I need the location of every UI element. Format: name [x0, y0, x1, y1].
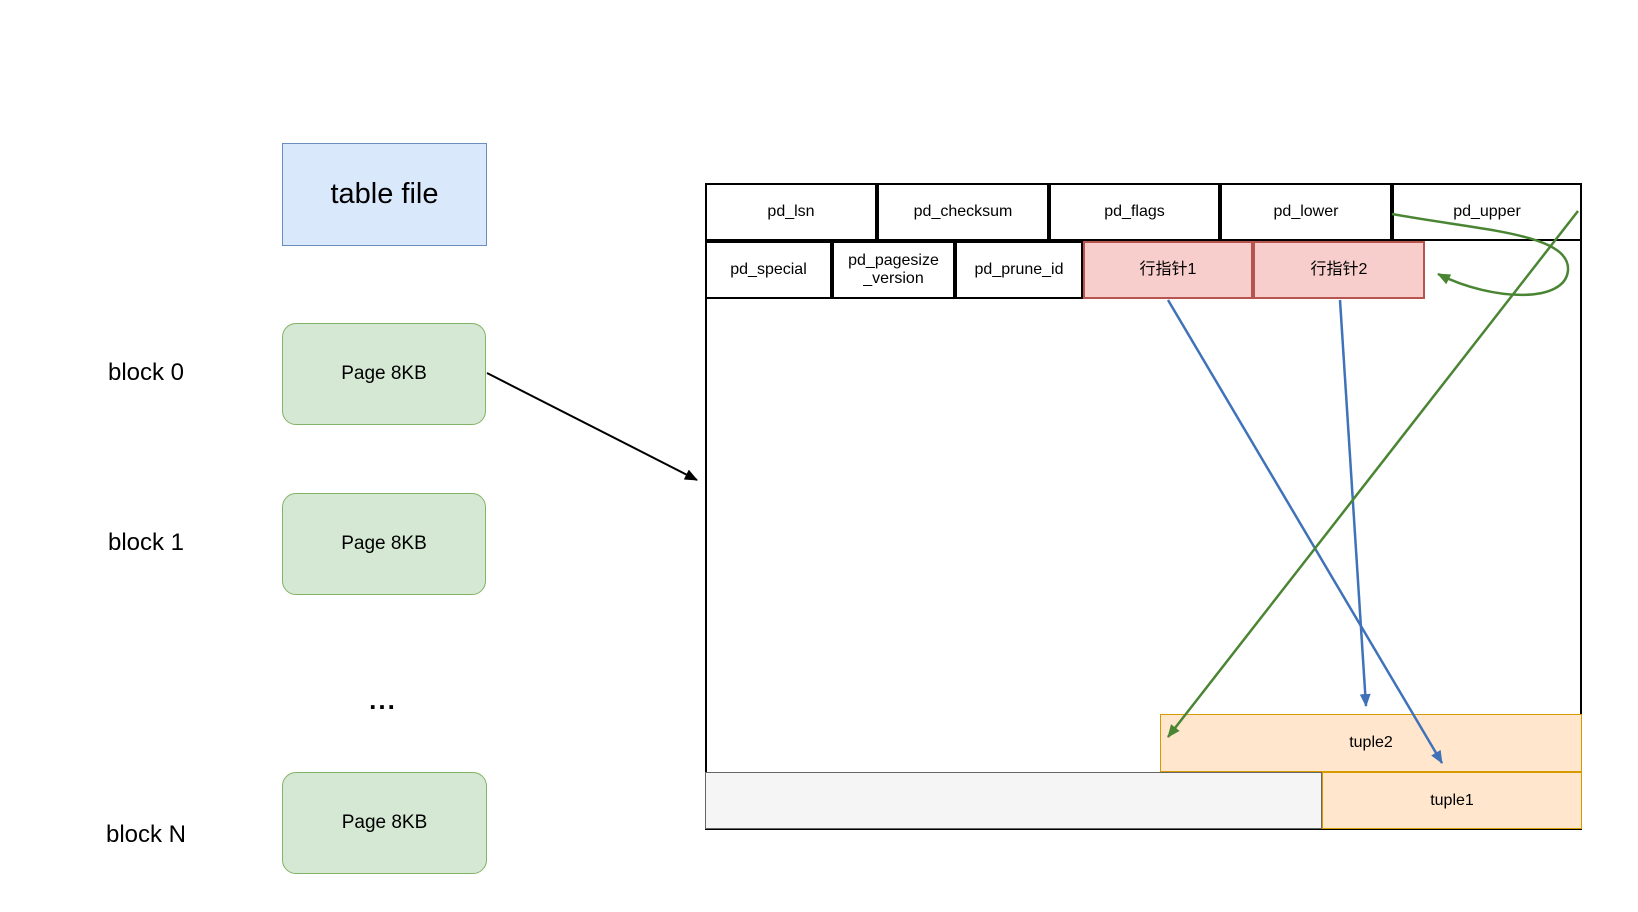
- header-cell-pd-checksum: pd_checksum: [877, 183, 1049, 241]
- pd-lsn-label: pd_lsn: [767, 202, 815, 220]
- pd-lower-label: pd_lower: [1273, 202, 1339, 220]
- pd-pagesize-line1: pd_pagesize: [848, 251, 939, 269]
- block-1-label: block 1: [107, 529, 185, 556]
- header-cell-pd-lower: pd_lower: [1220, 183, 1392, 241]
- header-cell-pd-pagesize-version: pd_pagesize _version: [832, 241, 955, 299]
- line-pointer-2-label: 行指针2: [1310, 260, 1368, 278]
- pd-flags-label: pd_flags: [1104, 202, 1165, 220]
- pd-checksum-label: pd_checksum: [913, 202, 1013, 220]
- table-file-box: table file: [282, 143, 487, 246]
- block-n-page-box: Page 8KB: [282, 772, 487, 874]
- tuple2-label: tuple2: [1349, 734, 1393, 751]
- ellipsis: ...: [369, 684, 397, 715]
- block-n-page-label: Page 8KB: [341, 812, 428, 833]
- pd-special-label: pd_special: [730, 260, 807, 278]
- header-cell-pd-prune-id: pd_prune_id: [955, 241, 1083, 299]
- pd-upper-label: pd_upper: [1453, 202, 1521, 220]
- pd-pagesize-line2: _version: [863, 270, 924, 287]
- arrow-block0-to-page: [486, 372, 698, 481]
- line-pointer-2-cell: 行指针2: [1253, 241, 1425, 299]
- block-1-page-box: Page 8KB: [282, 493, 486, 595]
- header-cell-pd-upper: pd_upper: [1392, 183, 1582, 241]
- block-1-page-label: Page 8KB: [341, 533, 427, 554]
- pd-prune-id-label: pd_prune_id: [974, 260, 1064, 278]
- header-cell-pd-special: pd_special: [705, 241, 832, 299]
- tuple1-label: tuple1: [1430, 791, 1474, 809]
- table-file-label: table file: [330, 178, 439, 210]
- block-0-page-box: Page 8KB: [282, 323, 486, 425]
- header-cell-pd-flags: pd_flags: [1049, 183, 1220, 241]
- header-cell-pd-lsn: pd_lsn: [705, 183, 877, 241]
- tuple2-box: tuple2: [1160, 714, 1582, 772]
- tuple1-box: tuple1: [1322, 772, 1582, 829]
- line-pointer-1-label: 行指针1: [1139, 260, 1197, 278]
- block-n-label: block N: [105, 821, 187, 848]
- block-0-page-label: Page 8KB: [341, 363, 427, 384]
- block-0-label: block 0: [107, 359, 185, 386]
- free-space-band: [705, 772, 1322, 829]
- line-pointer-1-cell: 行指针1: [1083, 241, 1253, 299]
